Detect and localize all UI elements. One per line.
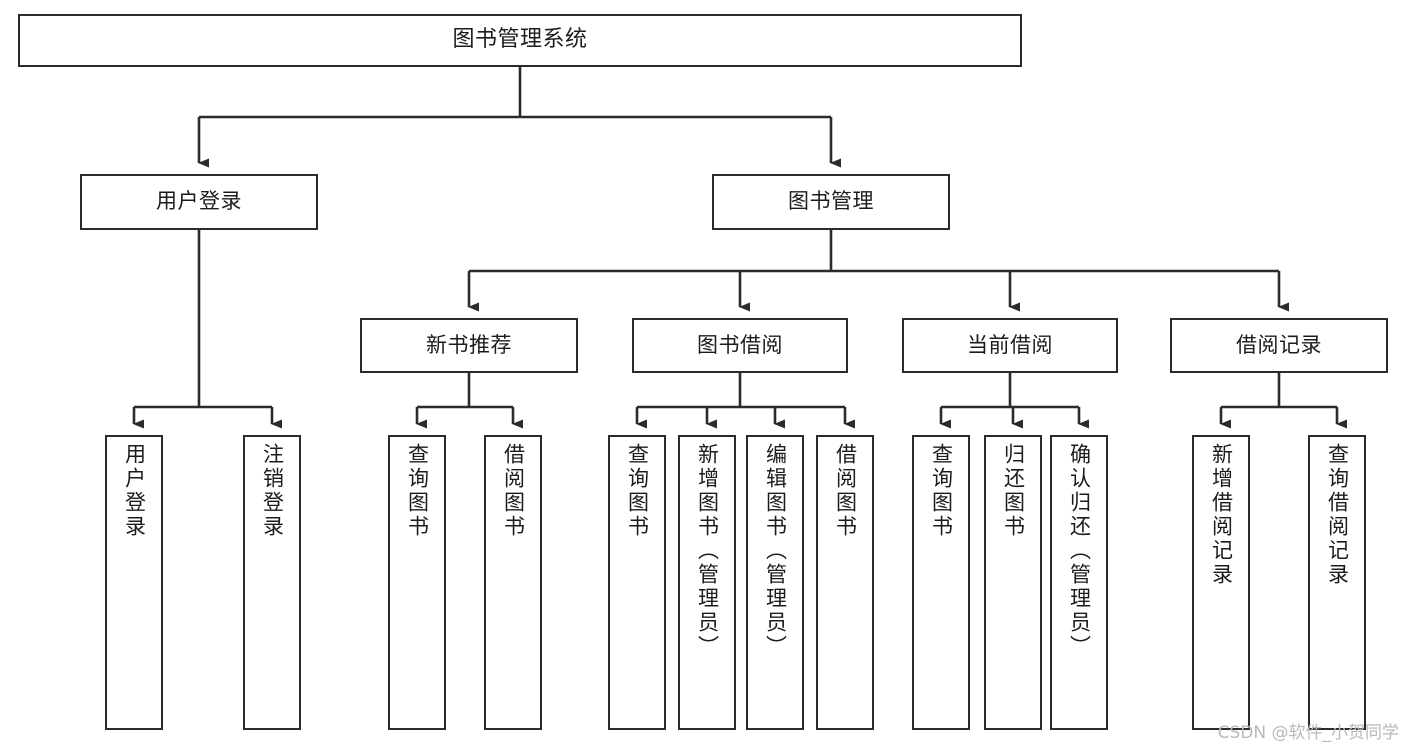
node-label-borrow-record: 借阅记录 [1236,332,1322,357]
node-leaf-logout-login[interactable]: 注销登录 [243,435,301,730]
node-leaf-query-book-borrow[interactable]: 查询图书 [608,435,666,730]
node-label-leaf-add-borrow-record: 新增借阅记录 [1209,443,1234,587]
node-leaf-query-book-rec[interactable]: 查询图书 [388,435,446,730]
node-book-manage[interactable]: 图书管理 [712,174,950,230]
node-leaf-query-book-cur[interactable]: 查询图书 [912,435,970,730]
node-root[interactable]: 图书管理系统 [18,14,1022,67]
node-label-leaf-borrow-book-rec: 借阅图书 [501,443,526,539]
node-label-book-manage: 图书管理 [788,189,874,214]
node-label-leaf-add-book-admin: 新增图书（管理员） [695,443,720,659]
node-user-login[interactable]: 用户登录 [80,174,318,230]
node-leaf-confirm-return-admin[interactable]: 确认归还（管理员） [1050,435,1108,730]
node-new-book-recommend[interactable]: 新书推荐 [360,318,578,373]
node-label-leaf-query-book-cur: 查询图书 [929,443,954,539]
node-book-borrow[interactable]: 图书借阅 [632,318,848,373]
node-label-current-borrow: 当前借阅 [967,332,1053,357]
node-leaf-return-book[interactable]: 归还图书 [984,435,1042,730]
node-label-user-login: 用户登录 [156,189,242,214]
node-label-leaf-query-borrow-record: 查询借阅记录 [1325,443,1350,587]
node-label-leaf-query-book-borrow: 查询图书 [625,443,650,539]
node-label-book-borrow: 图书借阅 [697,332,783,357]
node-label-leaf-logout-login: 注销登录 [260,443,285,539]
node-leaf-query-borrow-record[interactable]: 查询借阅记录 [1308,435,1366,730]
node-leaf-borrow-book-rec[interactable]: 借阅图书 [484,435,542,730]
node-label-new-book-recommend: 新书推荐 [426,332,512,357]
node-label-leaf-return-book: 归还图书 [1001,443,1026,539]
node-leaf-borrow-book[interactable]: 借阅图书 [816,435,874,730]
node-label-root: 图书管理系统 [452,27,588,53]
node-leaf-add-borrow-record[interactable]: 新增借阅记录 [1192,435,1250,730]
node-borrow-record[interactable]: 借阅记录 [1170,318,1388,373]
node-label-leaf-query-book-rec: 查询图书 [405,443,430,539]
node-label-leaf-user-login: 用户登录 [122,443,147,539]
node-label-leaf-confirm-return-admin: 确认归还（管理员） [1067,443,1092,659]
node-label-leaf-borrow-book: 借阅图书 [833,443,858,539]
node-leaf-edit-book-admin[interactable]: 编辑图书（管理员） [746,435,804,730]
node-current-borrow[interactable]: 当前借阅 [902,318,1118,373]
node-leaf-add-book-admin[interactable]: 新增图书（管理员） [678,435,736,730]
node-label-leaf-edit-book-admin: 编辑图书（管理员） [763,443,788,659]
node-leaf-user-login[interactable]: 用户登录 [105,435,163,730]
